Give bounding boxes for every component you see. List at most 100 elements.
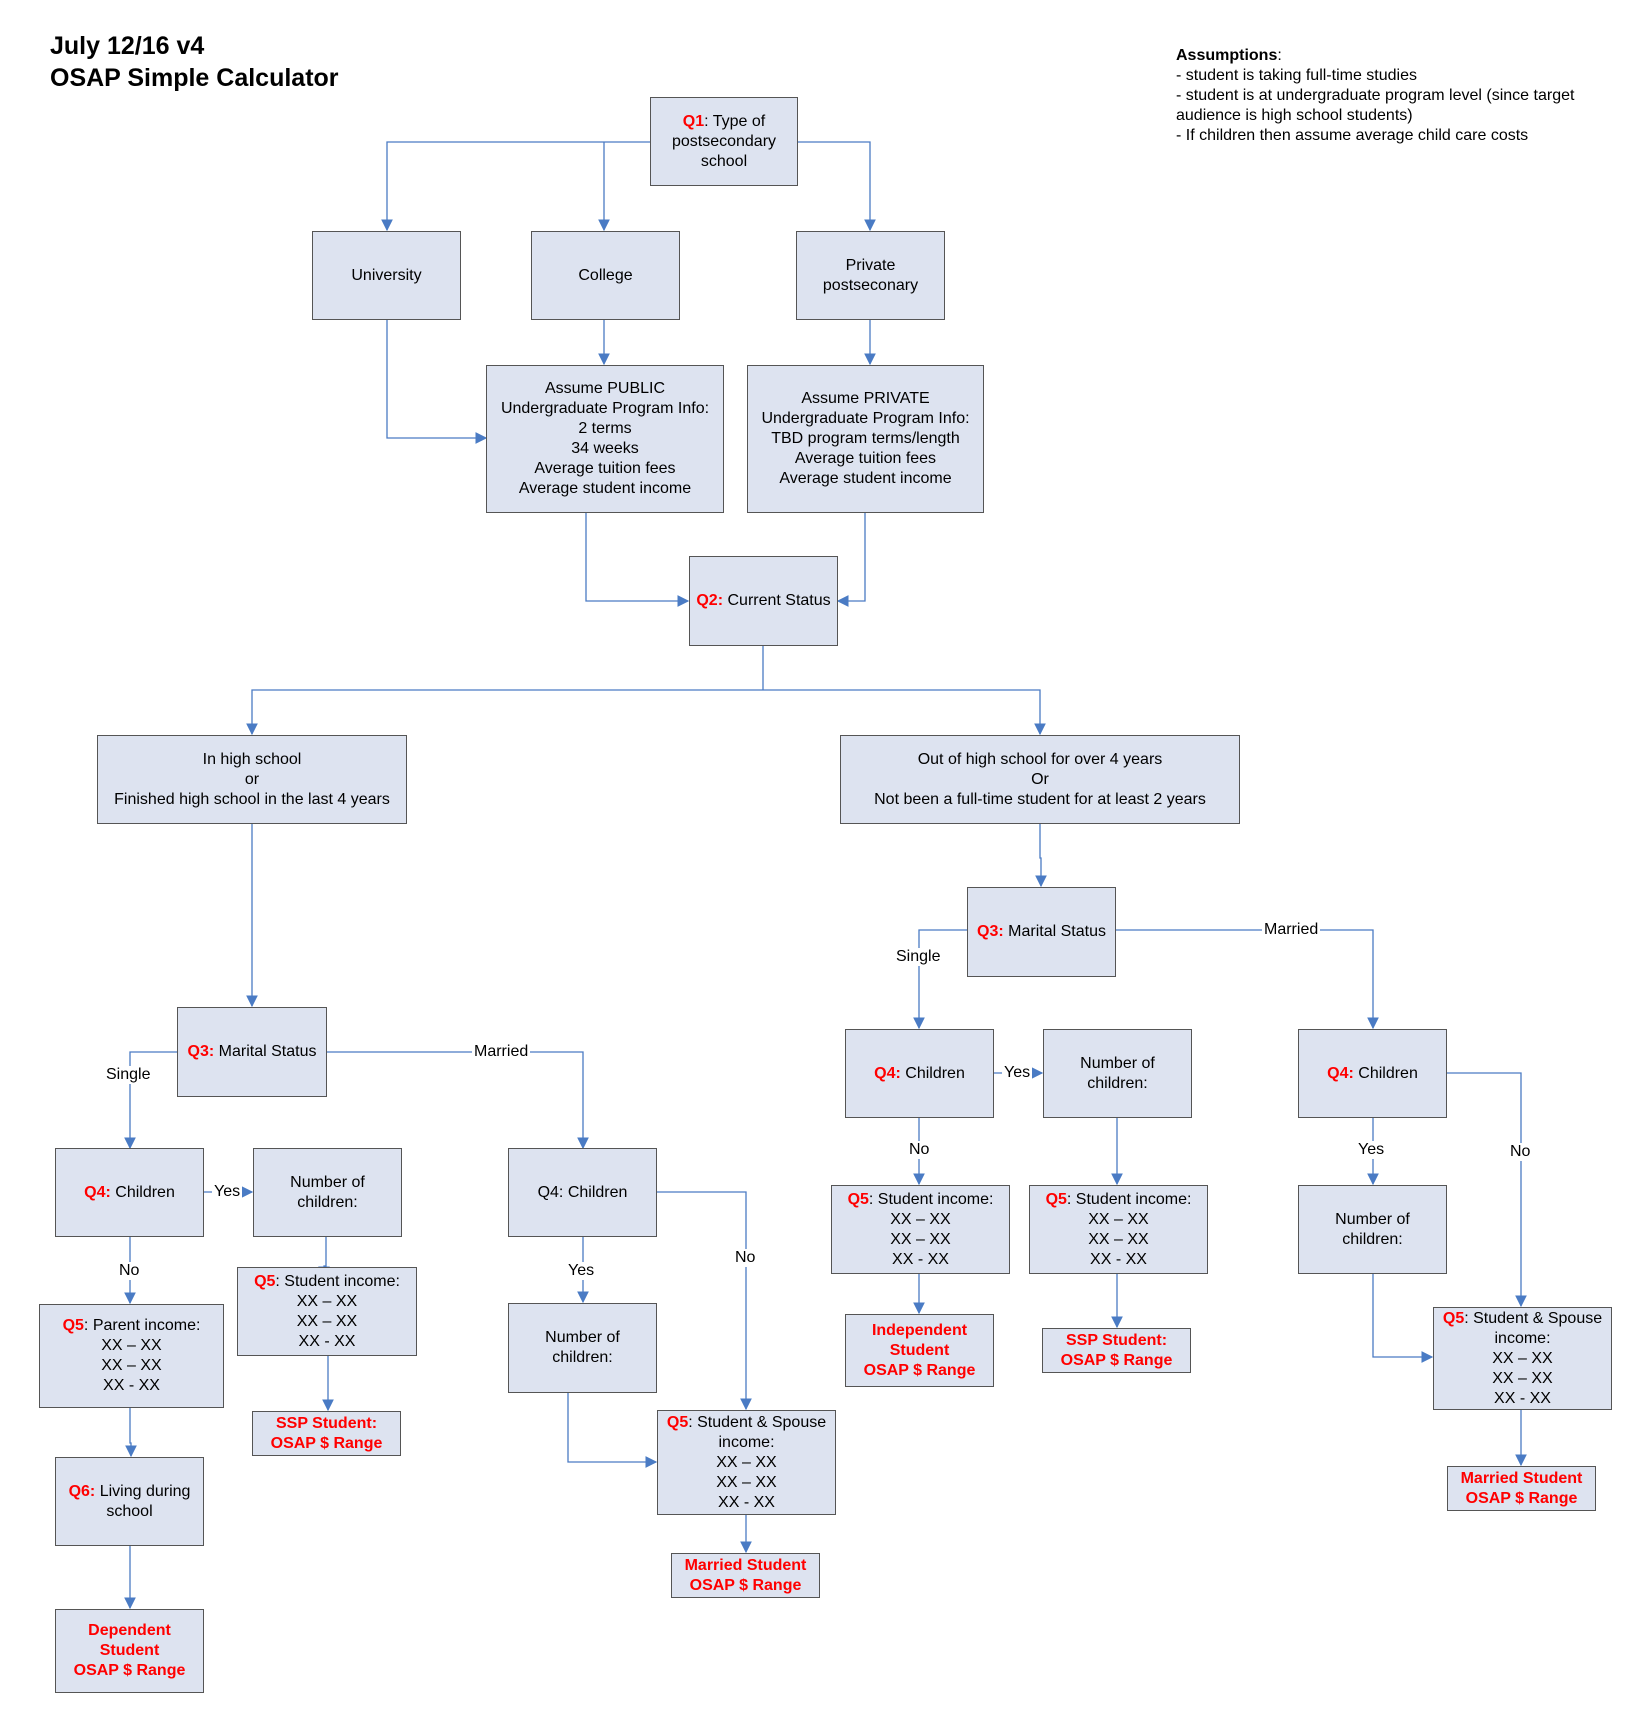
info-line: TBD program terms/length	[771, 430, 960, 447]
left-q3-marital-box: Q3: Marital Status	[177, 1007, 327, 1097]
q2-current-status-box: Q2: Current Status	[689, 556, 838, 646]
q5-label: Q5	[62, 1317, 84, 1334]
info-line: Average tuition fees	[794, 450, 937, 467]
left-q5-parent-income-box: Q5: Parent income: XX – XX XX – XX XX - …	[39, 1304, 224, 1408]
right-number-children-married-box: Number of children:	[1298, 1185, 1447, 1274]
edge-label-yes: Yes	[566, 1262, 597, 1280]
q5-text: Student & Spouse income:	[1473, 1309, 1603, 1347]
college-text: College	[578, 266, 633, 284]
q5-text: Student income:	[284, 1272, 400, 1290]
info-line: Undergraduate Program Info:	[500, 400, 710, 417]
assumption-item: - student is taking full-time studies	[1176, 67, 1417, 84]
edge-label-married: Married	[1262, 921, 1321, 939]
arrow-q2-ouths	[763, 689, 1046, 736]
result-line: OSAP $ Range	[689, 1576, 802, 1594]
out-of-high-school-box: Out of high school for over 4 years Or N…	[840, 735, 1240, 824]
right-ssp-result-box: SSP Student: OSAP $ Range	[1042, 1328, 1191, 1373]
result-line: Independent	[871, 1321, 968, 1339]
q1-school-type-box: Q1: Type of postsecondary school	[650, 97, 798, 186]
status-line: In high school	[202, 750, 302, 768]
result-line: OSAP $ Range	[863, 1361, 976, 1379]
arrow-lq3-married	[327, 1051, 589, 1150]
info-line: Average tuition fees	[534, 460, 676, 477]
info-line: Average student income	[518, 480, 692, 497]
q6-label: Q6:	[68, 1482, 96, 1500]
left-q4-children-single-box: Q4: Children	[55, 1148, 204, 1237]
status-line: Finished high school in the last 4 years	[114, 790, 390, 808]
income-range: XX – XX	[716, 1473, 777, 1491]
q2-label: Q2:	[696, 592, 724, 609]
arrow-public-q2	[585, 512, 690, 607]
income-range: XX - XX	[892, 1250, 949, 1268]
university-box: University	[312, 231, 461, 320]
left-ssp-result-box: SSP Student: OSAP $ Range	[252, 1411, 401, 1456]
income-range: XX - XX	[718, 1493, 775, 1511]
info-line: Assume PRIVATE	[801, 390, 930, 407]
q4-text: Children	[1358, 1064, 1418, 1082]
q1-text: Type of postsecondary school	[671, 112, 777, 170]
q5-label: Q5	[254, 1272, 276, 1290]
q5-text: Student income:	[1075, 1190, 1192, 1208]
q5-label: Q5	[847, 1190, 869, 1208]
income-range: XX – XX	[296, 1312, 358, 1330]
status-line: Or	[1031, 770, 1049, 788]
arrow-rq3-married	[1115, 929, 1379, 1030]
number-children-text: Number of children:	[545, 1329, 620, 1366]
edge-label-no: No	[117, 1262, 142, 1280]
income-range: XX – XX	[101, 1337, 162, 1354]
status-line: or	[244, 770, 260, 788]
private-info-box: Assume PRIVATE Undergraduate Program Inf…	[747, 365, 984, 513]
private-box: Private postseconary	[796, 231, 945, 320]
income-range: XX - XX	[1090, 1250, 1147, 1268]
income-range: XX – XX	[890, 1230, 951, 1248]
arrow-lq3-single	[124, 1051, 177, 1150]
income-range: XX – XX	[1492, 1369, 1553, 1387]
q5-label: Q5	[1442, 1309, 1465, 1327]
edge-label-no: No	[733, 1249, 758, 1267]
edge-label-no: No	[907, 1141, 932, 1159]
arrow-q2-inhs	[246, 689, 763, 736]
income-range: XX – XX	[101, 1357, 162, 1374]
result-line: OSAP $ Range	[270, 1434, 383, 1452]
right-q5-spouse-income-box: Q5: Student & Spouse income: XX – XX XX …	[1433, 1307, 1612, 1410]
q3-label: Q3:	[187, 1043, 215, 1060]
result-line: Married Student	[1460, 1469, 1583, 1487]
edge-label-yes: Yes	[1356, 1141, 1387, 1159]
left-number-children-single-box: Number of children:	[253, 1148, 402, 1237]
arrow-lq4m-no	[657, 1191, 752, 1411]
q5-label: Q5	[1045, 1190, 1067, 1208]
number-children-text: Number of children:	[1335, 1210, 1410, 1248]
income-range: XX – XX	[1088, 1210, 1149, 1228]
result-line: SSP Student:	[275, 1414, 378, 1432]
q2-text: Current Status	[727, 592, 831, 609]
result-line: Dependent	[88, 1622, 171, 1639]
left-q6-living-box: Q6: Living during school	[55, 1457, 204, 1546]
status-line: Not been a full-time student for at leas…	[874, 790, 1206, 808]
version-title: July 12/16 v4	[50, 32, 205, 60]
info-line: 34 weeks	[571, 440, 639, 457]
left-married-result-box: Married Student OSAP $ Range	[671, 1553, 820, 1598]
page-header: July 12/16 v4 OSAP Simple Calculator	[50, 30, 339, 94]
q4-label: Q4:	[874, 1064, 901, 1082]
income-range: XX – XX	[716, 1453, 777, 1471]
arrow-q1-private	[797, 141, 876, 232]
edge-label-married: Married	[472, 1043, 531, 1061]
number-children-text: Number of children:	[1080, 1054, 1155, 1092]
public-info-box: Assume PUBLIC Undergraduate Program Info…	[486, 365, 724, 513]
right-q3-marital-box: Q3: Marital Status	[967, 887, 1116, 977]
college-box: College	[531, 231, 680, 320]
edge-label-single: Single	[104, 1066, 153, 1084]
q3-text: Marital Status	[218, 1043, 317, 1060]
assumptions-panel: Assumptions: - student is taking full-ti…	[1176, 46, 1616, 146]
result-line: Married Student	[684, 1556, 807, 1574]
q1-label: Q1	[682, 112, 705, 130]
q4-text: Children	[905, 1064, 965, 1082]
left-q5-spouse-income-box: Q5: Student & Spouse income: XX – XX XX …	[657, 1410, 836, 1515]
assumption-item: - student is at undergraduate program le…	[1176, 87, 1575, 124]
result-line: OSAP $ Range	[1465, 1489, 1578, 1507]
edge-label-yes: Yes	[212, 1183, 243, 1201]
private-text: Private postseconary	[822, 256, 919, 294]
edge-label-yes: Yes	[1002, 1064, 1033, 1082]
q5-text: Parent income:	[92, 1317, 201, 1334]
assumption-item: - If children then assume average child …	[1176, 127, 1529, 144]
